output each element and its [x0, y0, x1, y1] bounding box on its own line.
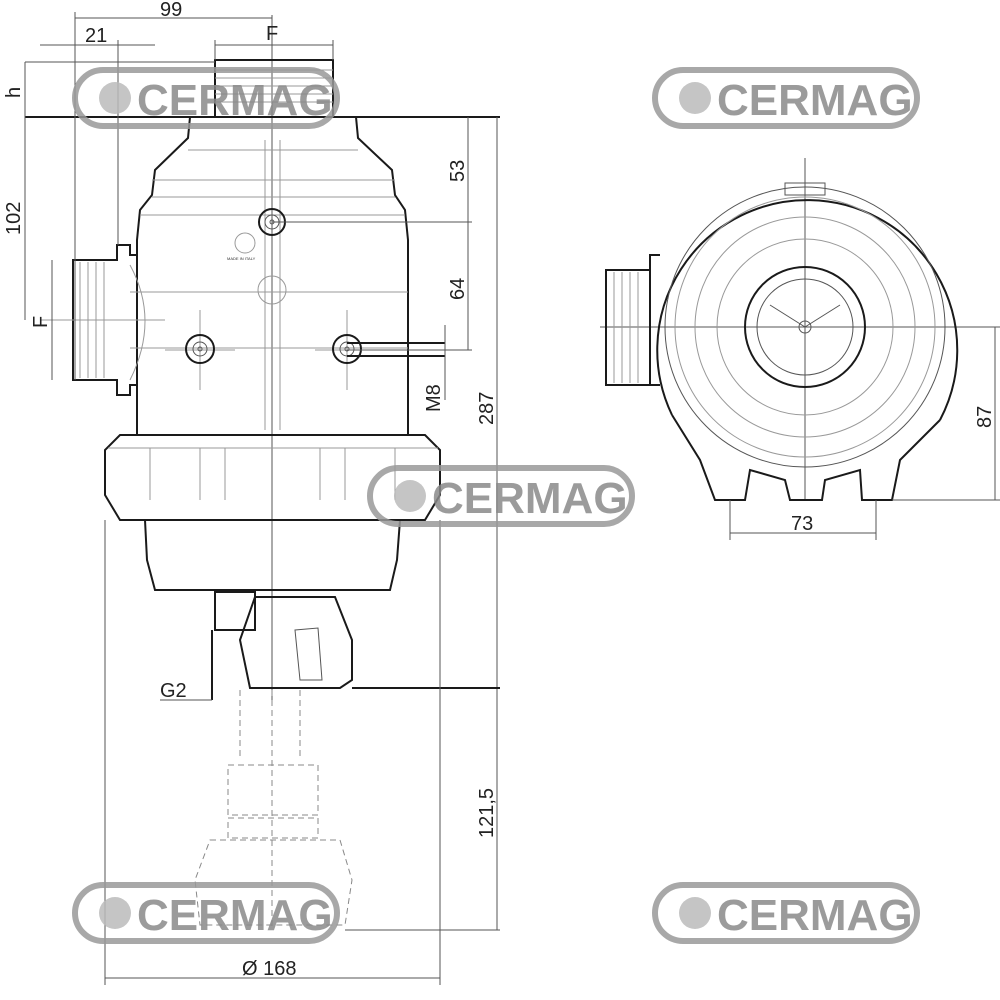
cermag-logo: CERMAG — [652, 67, 920, 129]
made-in-label: MADE IN ITALY — [227, 256, 256, 261]
watermarks: CERMAG CERMAG CERMAG CERMAG CERMAG — [72, 67, 920, 944]
side-dimensions: 99 21 F h 102 F 53 64 M8 287 121,5 G2 Ø … — [3, 0, 500, 985]
dim-121-5: 121,5 — [476, 788, 498, 838]
dim-287: 287 — [476, 392, 498, 425]
dim-diameter-168: Ø 168 — [242, 958, 296, 980]
dim-99: 99 — [160, 0, 182, 21]
mount-boss-left — [165, 310, 235, 390]
svg-text:CERMAG: CERMAG — [137, 891, 333, 940]
dim-21: 21 — [85, 25, 107, 47]
cermag-logo: CERMAG — [72, 882, 340, 944]
dim-87: 87 — [974, 406, 996, 428]
dim-f-side: F — [30, 316, 52, 328]
top-view — [600, 158, 1000, 501]
svg-text:CERMAG: CERMAG — [717, 891, 913, 940]
cartridge-outline-dashed — [194, 690, 353, 930]
label-circle — [234, 232, 256, 254]
dim-53: 53 — [447, 160, 469, 182]
bowl-ring — [104, 434, 441, 521]
dim-h: h — [3, 87, 25, 98]
side-view: MADE IN ITALY — [25, 15, 500, 930]
dim-f-top: F — [266, 23, 278, 45]
dim-102: 102 — [3, 202, 25, 235]
dim-g2: G2 — [160, 680, 187, 702]
cermag-logo: CERMAG — [652, 882, 920, 944]
dim-m8: M8 — [423, 384, 445, 412]
dim-64: 64 — [447, 278, 469, 300]
cermag-logo: CERMAG — [72, 67, 340, 129]
top-dimensions: 73 87 — [729, 327, 1000, 540]
plug-circle — [257, 275, 287, 305]
svg-text:CERMAG: CERMAG — [137, 76, 333, 125]
side-port — [40, 244, 165, 396]
filter-bowl — [144, 519, 401, 591]
dim-73: 73 — [791, 513, 813, 535]
svg-text:CERMAG: CERMAG — [432, 474, 628, 523]
filter-body — [136, 116, 409, 435]
drain-valve — [211, 591, 353, 700]
cermag-logo: CERMAG — [367, 465, 635, 527]
svg-text:CERMAG: CERMAG — [717, 76, 913, 125]
